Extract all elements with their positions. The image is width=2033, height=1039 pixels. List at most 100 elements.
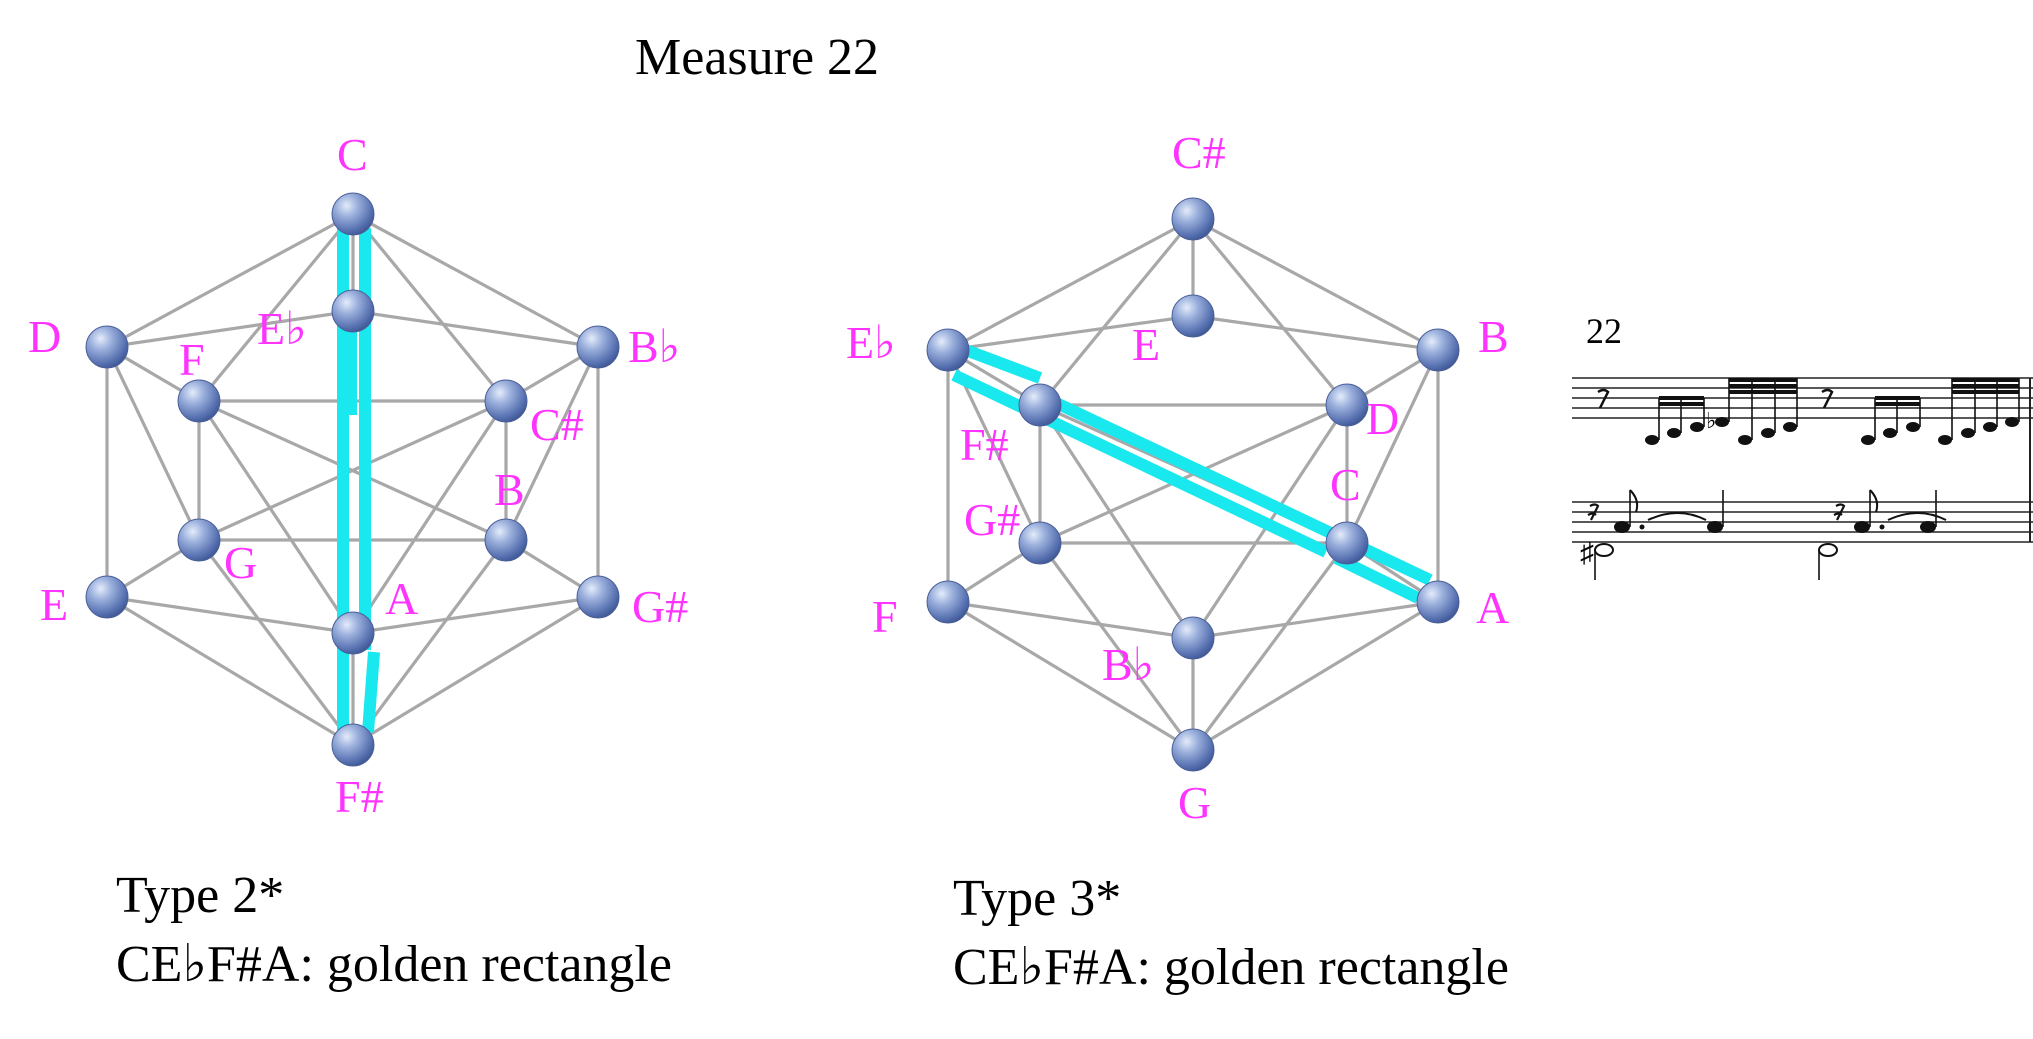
edge: [1191, 217, 1349, 407]
note-label-fs: F#: [960, 419, 1009, 470]
note-label-bb: B♭: [628, 321, 680, 372]
edge: [106, 595, 354, 635]
note-label-g: G: [224, 537, 257, 588]
right-nodes: [926, 197, 1460, 772]
notehead: [1690, 422, 1704, 432]
edge: [504, 346, 600, 541]
note-label-g: G: [1178, 777, 1211, 828]
sharp-sign: ♯: [1580, 538, 1594, 569]
edge: [1192, 600, 1439, 640]
node-cs: [1171, 197, 1215, 241]
note-label-bb: B♭: [1102, 639, 1154, 690]
node-a: [1416, 580, 1460, 624]
node-g: [1171, 728, 1215, 772]
node-e: [1171, 294, 1215, 338]
note-label-gs: G#: [964, 494, 1020, 545]
edge: [197, 212, 355, 403]
note-label-cs: C#: [1172, 127, 1226, 178]
left-type-label: Type 2*: [116, 867, 284, 924]
note-label-a: A: [385, 573, 418, 624]
upper-staff: [1572, 377, 2033, 419]
notehead: [1707, 521, 1723, 533]
note-label-cs: C#: [530, 399, 584, 450]
notehead: [1983, 422, 1997, 432]
notehead: [1861, 435, 1875, 445]
edge: [352, 309, 599, 349]
eighth-rest-icon: [1597, 388, 1610, 409]
node-eb: [331, 289, 375, 333]
notehead: [1906, 422, 1920, 432]
node-eb: [926, 328, 970, 372]
node-b: [1416, 328, 1460, 372]
edge: [1038, 404, 1195, 639]
edge: [351, 539, 508, 746]
node-fs: [1018, 383, 1062, 427]
note-label-e: E: [40, 579, 68, 630]
highlight-edge: [960, 343, 1043, 384]
notehead: [1667, 428, 1681, 438]
note-label-gs: G#: [632, 581, 688, 632]
edge: [1345, 349, 1440, 544]
edge: [947, 600, 1194, 752]
tie: [1887, 512, 1947, 521]
note-label-b: B: [1478, 311, 1509, 362]
notehead: [1761, 428, 1775, 438]
edge: [1192, 600, 1439, 752]
notehead: [1883, 428, 1897, 438]
left-caption: CE♭F#A: golden rectangle: [116, 936, 672, 993]
measure-number: 22: [1586, 311, 1622, 351]
node-g: [177, 518, 221, 562]
note-label-eb: E♭: [257, 303, 307, 354]
edge: [1038, 542, 1195, 751]
notehead: [1738, 435, 1752, 445]
edge: [352, 595, 599, 635]
node-gs: [576, 575, 620, 619]
edge: [351, 400, 508, 634]
node-c: [331, 192, 375, 236]
edge: [1191, 542, 1349, 751]
notehead: [1938, 435, 1952, 445]
note-label-c: C: [1330, 459, 1361, 510]
notehead: [1920, 521, 1936, 533]
edge: [352, 595, 599, 747]
left-nodes: [85, 192, 620, 767]
note-label-f: F: [179, 334, 205, 385]
edge: [947, 600, 1194, 640]
edge: [106, 212, 354, 349]
notehead: [1961, 428, 1975, 438]
note-label-b: B: [494, 464, 525, 515]
edge: [1038, 217, 1195, 407]
node-e: [85, 575, 129, 619]
half-note: [1594, 543, 1614, 557]
sixteenth-rest-icon: [1833, 503, 1846, 521]
score-excerpt: 22 ♭: [1572, 311, 2033, 580]
node-f: [926, 580, 970, 624]
note-label-c: C: [337, 129, 368, 180]
edge: [351, 212, 508, 403]
edge: [197, 539, 355, 746]
note-label-eb: E♭: [846, 317, 896, 368]
note-label-d: D: [28, 311, 61, 362]
note-label-a: A: [1476, 582, 1509, 633]
edge: [947, 314, 1194, 352]
node-bb: [576, 325, 620, 369]
half-note: [1818, 543, 1838, 557]
notehead: [1783, 422, 1797, 432]
highlight-edge: [362, 651, 380, 733]
page-title: Measure 22: [635, 29, 879, 86]
sixteenth-rest-icon: [1587, 503, 1600, 521]
node-gs: [1018, 521, 1062, 565]
eighth-rest-icon: [1821, 388, 1834, 409]
edge: [105, 346, 201, 541]
tie: [1647, 512, 1707, 521]
note-label-e: E: [1132, 319, 1160, 370]
notehead: [1614, 521, 1630, 533]
right-caption: CE♭F#A: golden rectangle: [953, 939, 1509, 996]
highlight-edge: [1333, 552, 1421, 604]
notehead: [1854, 521, 1870, 533]
highlight-edge: [951, 369, 1329, 558]
